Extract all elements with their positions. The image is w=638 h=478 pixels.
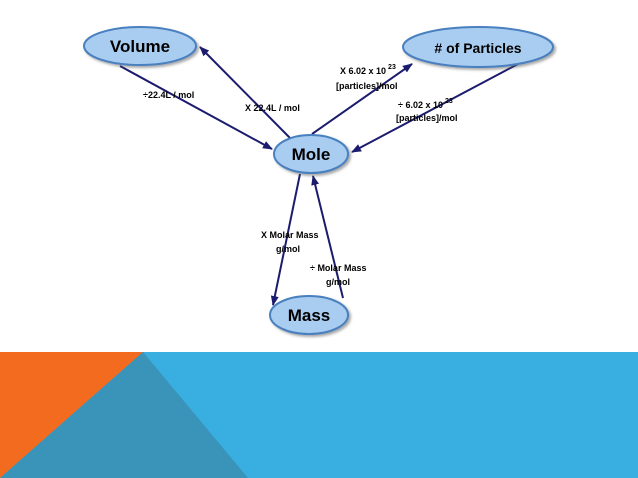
label-mole-to-particles-line2: [particles]/mol — [336, 81, 398, 91]
node-mass-label: Mass — [288, 306, 331, 325]
label-particles-to-mole-line2: [particles]/mol — [396, 113, 458, 123]
label-particles-to-mole-line1: ÷ 6.02 x 10 — [398, 100, 443, 110]
label-mole-to-particles-exponent: 23 — [388, 64, 396, 71]
node-mole: Mole — [273, 134, 349, 174]
arrow-volume-to-mole — [119, 65, 273, 150]
label-mole-to-volume: X 22.4L / mol — [245, 103, 300, 113]
node-volume: Volume — [83, 26, 197, 66]
label-mole-to-mass-line1: X Molar Mass — [261, 230, 319, 240]
node-particles: # of Particles — [402, 26, 554, 68]
node-mole-label: Mole — [292, 145, 331, 164]
label-volume-to-mole: ÷22.4L / mol — [143, 90, 194, 100]
node-particles-label: # of Particles — [434, 40, 521, 56]
label-mass-to-mole-line1: ÷ Molar Mass — [310, 263, 366, 273]
steel-blue-triangle — [0, 352, 248, 478]
arrows — [119, 46, 519, 306]
arrow-mole-to-particles — [311, 63, 413, 135]
node-mass: Mass — [269, 295, 349, 335]
label-mass-to-mole-line2: g/mol — [326, 277, 350, 287]
label-mole-to-mass: X Molar Mass g/mol — [261, 230, 319, 254]
label-mole-to-particles-line1: X 6.02 x 10 — [340, 66, 386, 76]
label-particles-to-mole-exponent: 23 — [445, 98, 453, 105]
label-mole-to-mass-line2: g/mol — [276, 244, 300, 254]
label-mass-to-mole: ÷ Molar Mass g/mol — [310, 263, 366, 287]
arrow-mole-to-volume — [199, 46, 291, 139]
arrow-mass-to-mole — [311, 175, 344, 299]
arrow-mole-to-mass — [270, 173, 301, 306]
arrow-particles-to-mole — [351, 63, 519, 153]
node-volume-label: Volume — [110, 37, 170, 56]
